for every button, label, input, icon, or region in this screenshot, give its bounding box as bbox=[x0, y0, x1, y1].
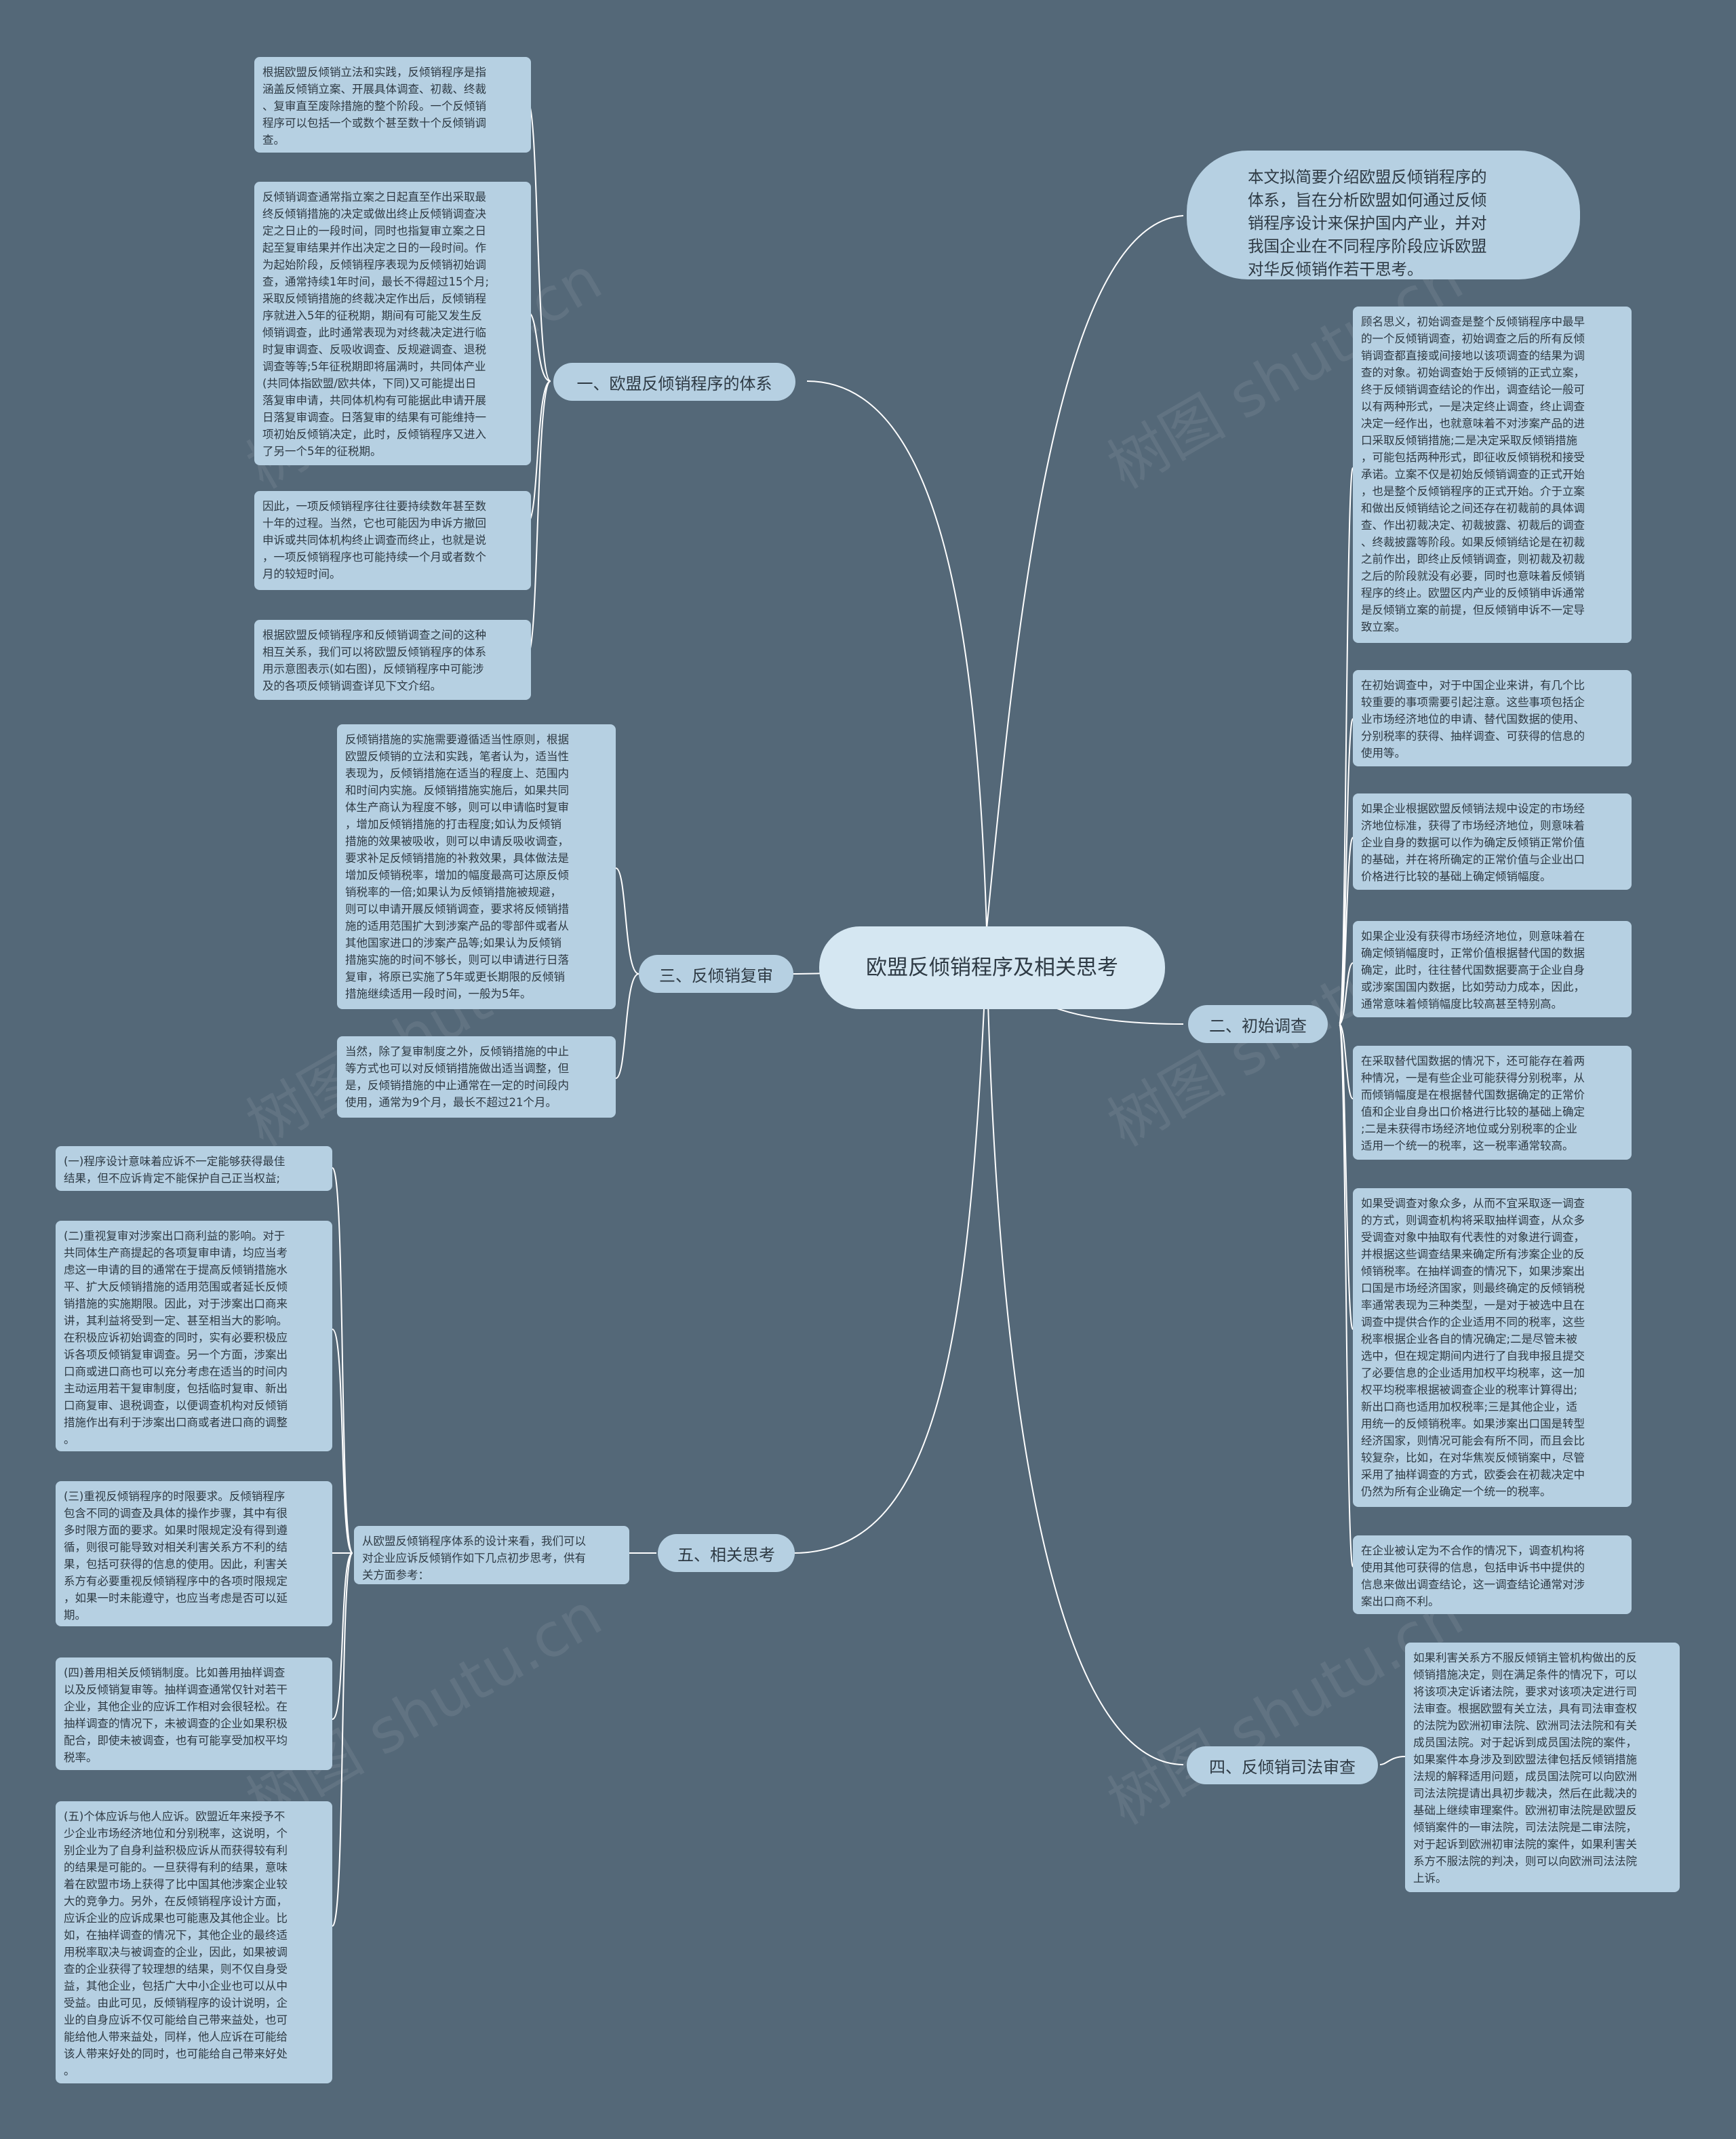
leaf-b2-non-cooperation[interactable]: 在企业被认定为不合作的情况下，调查机构将 使用其他可获得的信息，包括申诉书中提供… bbox=[1353, 1535, 1632, 1614]
leaf-b2-no-market-economy[interactable]: 如果企业没有获得市场经济地位，则意味着在 确定倾销幅度时，正常价值根据替代国的数… bbox=[1353, 921, 1632, 1017]
link-b1-leaves bbox=[527, 101, 551, 655]
intro-node[interactable]: 本文拟简要介绍欧盟反倾销程序的 体系，旨在分析欧盟如何通过反倾 销程序设计来保护… bbox=[1187, 151, 1580, 279]
leaf-b5-item-3[interactable]: (三)重视反倾销程序的时限要求。反倾销程序 包含不同的调查及具体的操作步骤，其中… bbox=[56, 1481, 332, 1626]
link-root-intro bbox=[986, 215, 1184, 930]
leaf-b1-definition[interactable]: 根据欧盟反倾销立法和实践，反倾销程序是指 涵盖反倾销立案、开展具体调查、初裁、终… bbox=[254, 57, 531, 153]
branch-initial-investigation[interactable]: 二、初始调查 bbox=[1188, 1005, 1328, 1043]
link-b5-items bbox=[332, 1167, 353, 1927]
leaf-b2-market-economy[interactable]: 如果企业根据欧盟反倾销法规中设定的市场经 济地位标准，获得了市场经济地位，则意味… bbox=[1353, 793, 1632, 890]
branch-judicial-review[interactable]: 四、反倾销司法审查 bbox=[1187, 1746, 1378, 1784]
leaf-b1-investigation[interactable]: 反倾销调查通常指立案之日起直至作出采取最 终反倾销措施的决定或做出终止反倾销调查… bbox=[254, 182, 531, 465]
root-node[interactable]: 欧盟反倾销程序及相关思考 bbox=[819, 926, 1165, 1009]
leaf-b1-duration[interactable]: 因此，一项反倾销程序往往要持续数年甚至数 十年的过程。当然，它也可能因为申诉方撤… bbox=[254, 491, 531, 590]
branch-review[interactable]: 三、反倾销复审 bbox=[639, 955, 793, 993]
leaf-b3-suspension[interactable]: 当然，除了复审制度之外，反倾销措施的中止 等方式也可以对反倾销措施做出适当调整，… bbox=[337, 1036, 616, 1118]
leaf-b5-item-5[interactable]: (五)个体应诉与他人应诉。欧盟近年来授予不 少企业市场经济地位和分别税率，这说明… bbox=[56, 1801, 332, 2083]
link-b4-leaf bbox=[1379, 1756, 1406, 1765]
leaf-b5-intro[interactable]: 从欧盟反倾销程序体系的设计来看，我们可以 对企业应诉反倾销作如下几点初步思考，供… bbox=[354, 1526, 629, 1584]
link-b3-leaves bbox=[615, 867, 639, 1079]
leaf-b5-item-1[interactable]: (一)程序设计意味着应诉不一定能够获得最佳 结果，但不应诉肯定不能保护自己正当权… bbox=[56, 1146, 332, 1191]
leaf-b4-courts[interactable]: 如果利害关系方不服反倾销主管机构做出的反 倾销措施决定，则在满足条件的情况下，可… bbox=[1405, 1643, 1680, 1892]
leaf-b2-definition[interactable]: 顾名思义，初始调查是整个反倾销程序中最早 的一个反倾销调查，初始调查之后的所有反… bbox=[1353, 307, 1632, 643]
link-b2-leaves bbox=[1339, 467, 1354, 1567]
branch-system[interactable]: 一、欧盟反倾销程序的体系 bbox=[553, 363, 795, 401]
branch-reflections[interactable]: 五、相关思考 bbox=[658, 1534, 795, 1572]
leaf-b5-item-4[interactable]: (四)善用相关反倾销制度。比如善用抽样调查 以及反倾销复审等。抽样调查通常仅针对… bbox=[56, 1657, 332, 1770]
leaf-b1-diagram-note[interactable]: 根据欧盟反倾销程序和反倾销调查之间的这种 相互关系，我们可以将欧盟反倾销程序的体… bbox=[254, 620, 531, 700]
leaf-b2-surrogate-country[interactable]: 在采取替代国数据的情况下，还可能存在着两 种情况，一是有些企业可能获得分别税率，… bbox=[1353, 1046, 1632, 1160]
leaf-b2-key-issues[interactable]: 在初始调查中，对于中国企业来讲，有几个比 较重要的事项需要引起注意。这些事项包括… bbox=[1353, 670, 1632, 766]
link-root-b1 bbox=[806, 380, 987, 930]
leaf-b5-item-2[interactable]: (二)重视复审对涉案出口商利益的影响。对于 共同体生产商提起的各项复审申请，均应… bbox=[56, 1221, 332, 1451]
leaf-b3-appropriateness[interactable]: 反倾销措施的实施需要遵循适当性原则，根据 欧盟反倾销的立法和实践，笔者认为，适当… bbox=[337, 724, 616, 1009]
link-root-b4 bbox=[986, 949, 1184, 1765]
link-root-b5 bbox=[793, 949, 987, 1554]
leaf-b2-sampling[interactable]: 如果受调查对象众多，从而不宜采取逐一调查 的方式，则调查机构将采取抽样调查，从众… bbox=[1353, 1188, 1632, 1507]
